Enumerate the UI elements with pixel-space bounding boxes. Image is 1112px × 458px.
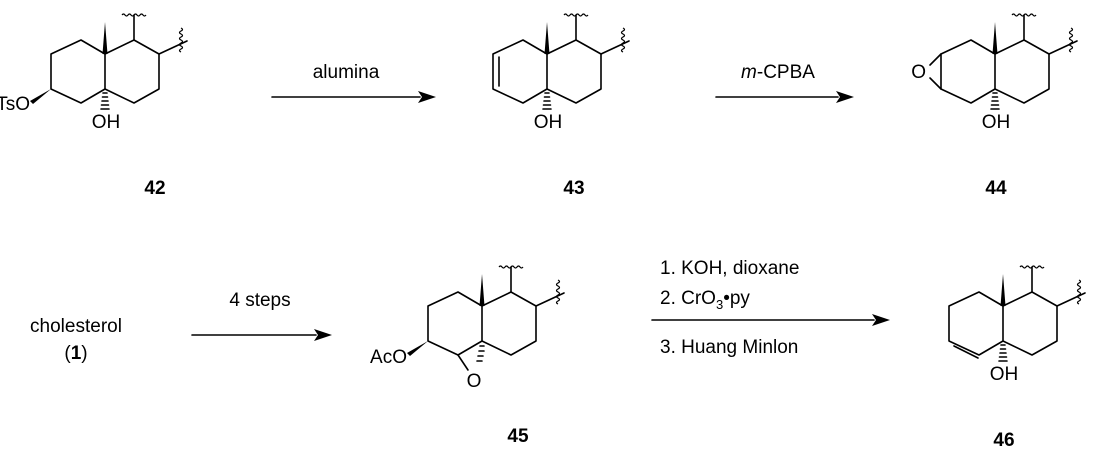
reaction-arrow-2: m-CPBA bbox=[715, 62, 854, 103]
compound-43-number: 43 bbox=[563, 178, 584, 199]
tso-group-label: TsO bbox=[0, 94, 30, 115]
hydroxyl-label: OH bbox=[982, 112, 1011, 133]
reaction-arrow-4: 1. KOH, dioxane 2. CrO3•py 3. Huang Minl… bbox=[651, 258, 890, 358]
arrow-4-step-3: 3. Huang Minlon bbox=[660, 337, 798, 358]
epoxide-oxygen-label: O bbox=[911, 62, 926, 83]
aco-group-label: AcO bbox=[370, 347, 407, 368]
arrow-1-reagent: alumina bbox=[313, 62, 380, 83]
hydroxyl-label: OH bbox=[990, 364, 1019, 385]
compound-45-number: 45 bbox=[507, 426, 529, 447]
starting-material-cholesterol: cholesterol (1) bbox=[30, 316, 122, 364]
compound-46-number: 46 bbox=[993, 430, 1014, 451]
compound-46: OH bbox=[948, 265, 1086, 385]
compound-44: O OH bbox=[911, 13, 1078, 133]
arrow-2-reagent-rest: -CPBA bbox=[757, 62, 815, 83]
arrow-2-reagent: m-CPBA bbox=[741, 62, 815, 83]
arrow-4-step-1: 1. KOH, dioxane bbox=[660, 258, 799, 279]
compound-45: AcO O bbox=[370, 265, 565, 392]
reaction-arrow-1: alumina bbox=[271, 62, 436, 103]
reaction-arrow-3: 4 steps bbox=[191, 290, 332, 341]
epoxide-oxygen-label: O bbox=[467, 371, 482, 392]
arrow-3-reagent: 4 steps bbox=[229, 290, 290, 311]
arrow-2-reagent-prefix: m bbox=[741, 62, 757, 83]
compound-43: OH bbox=[492, 13, 630, 133]
cholesterol-name: cholesterol bbox=[30, 316, 122, 337]
hydroxyl-label: OH bbox=[92, 112, 121, 133]
cholesterol-number: (1) bbox=[64, 343, 87, 364]
compound-42: TsO OH bbox=[0, 13, 188, 133]
arrow-4-step-2: 2. CrO3•py bbox=[660, 288, 750, 312]
hydroxyl-label: OH bbox=[534, 112, 563, 133]
compound-42-number: 42 bbox=[144, 178, 165, 199]
compound-44-number: 44 bbox=[985, 178, 1007, 199]
